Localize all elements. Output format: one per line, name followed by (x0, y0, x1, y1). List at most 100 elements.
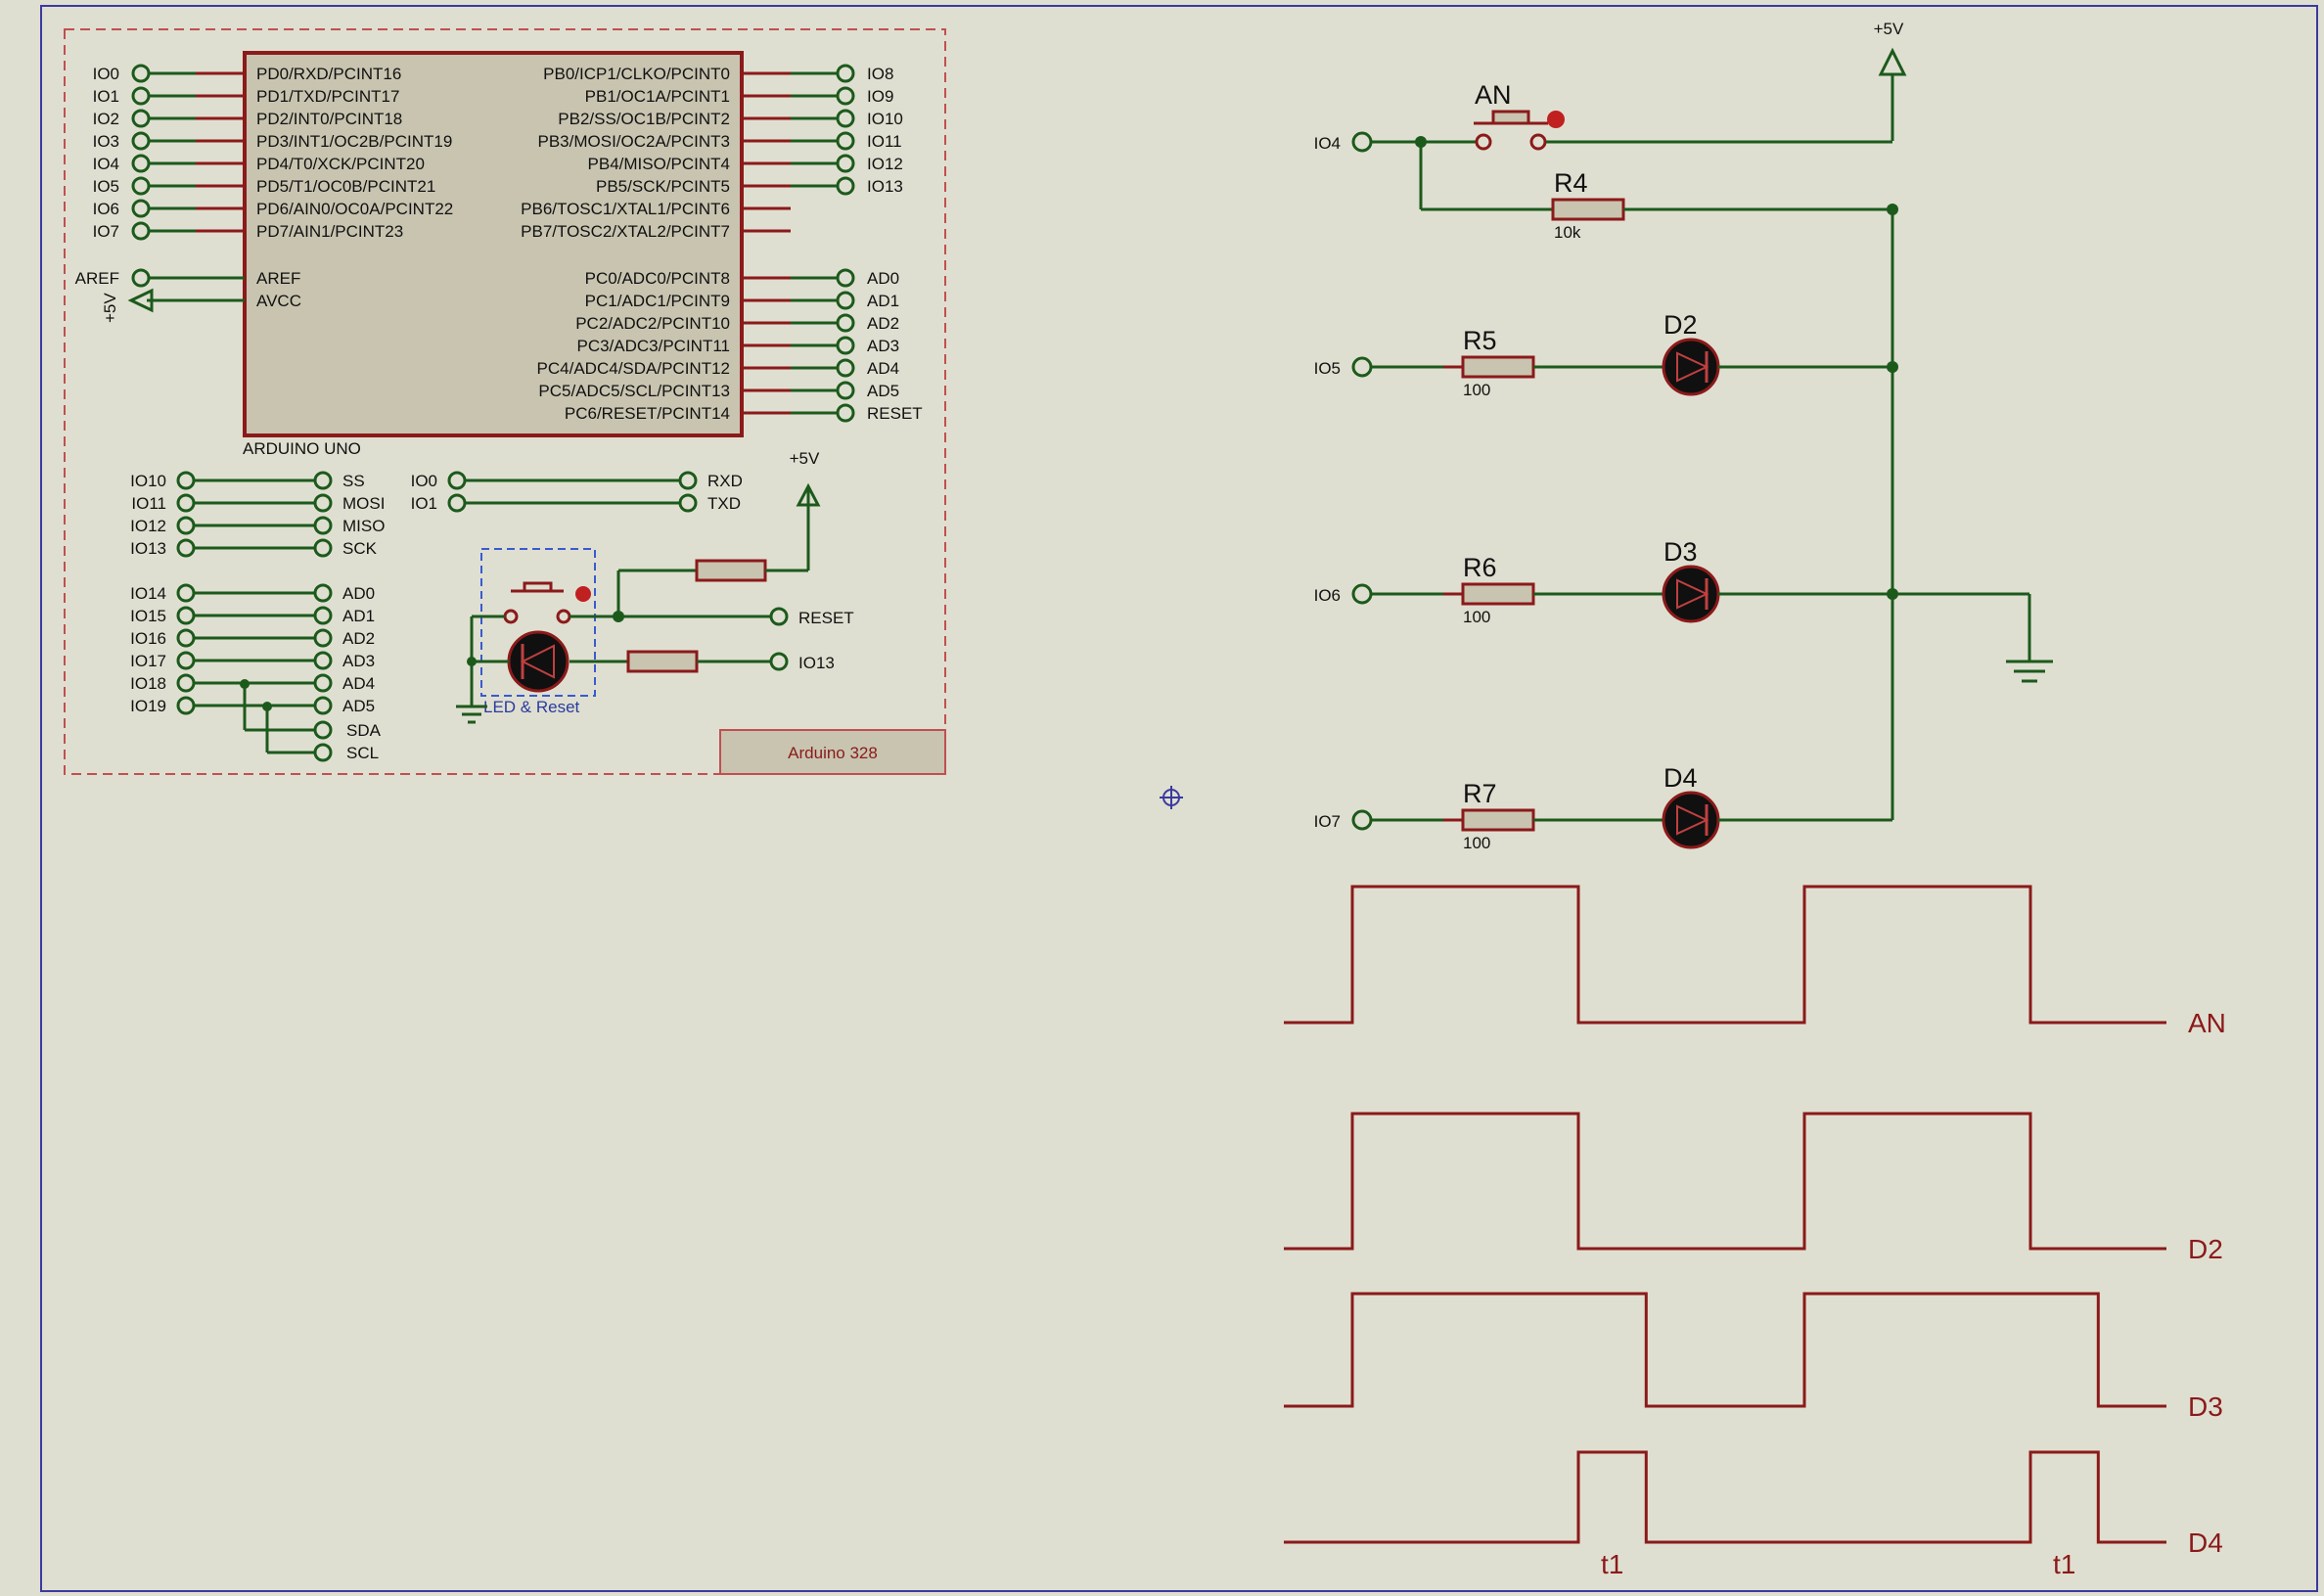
an-label: AN (1475, 80, 1512, 110)
io13-terminal[interactable] (769, 652, 789, 671)
right-pin-label: IO10 (867, 110, 903, 128)
right-pin-terminal[interactable] (836, 291, 855, 310)
resistor-label: R6 (1463, 553, 1497, 582)
header-terminal-right[interactable] (313, 471, 333, 490)
left-pin-name: PD3/INT1/OC2B/PCINT19 (256, 132, 452, 151)
right-pin-terminal[interactable] (836, 176, 855, 196)
left-pin-terminal[interactable] (131, 131, 151, 151)
right-pin-name: PC1/ADC1/PCINT9 (585, 292, 730, 310)
header-terminal-left[interactable] (176, 493, 196, 513)
header-terminal-left[interactable] (176, 471, 196, 490)
led-diode-icon (1676, 578, 1709, 610)
timing-waveform (1284, 1292, 2166, 1408)
left-pin-label: IO1 (93, 87, 119, 106)
an-button-indicator-icon (1547, 111, 1565, 128)
left-pin-terminal[interactable] (131, 109, 151, 128)
right-pin-terminal[interactable] (836, 358, 855, 378)
right-pin-terminal[interactable] (836, 86, 855, 106)
header-terminal-right[interactable] (313, 606, 333, 625)
header-terminal-right[interactable] (678, 471, 698, 490)
right-pin-terminal[interactable] (836, 336, 855, 355)
sda-label: SDA (346, 721, 382, 740)
header-terminal-left[interactable] (447, 471, 467, 490)
reset-button-indicator-icon (575, 586, 591, 602)
header-terminal-right[interactable] (313, 696, 333, 715)
reset-button-contact-a (503, 609, 519, 624)
header-terminal-right[interactable] (313, 673, 333, 693)
header-terminal-left[interactable] (176, 628, 196, 648)
header-terminal-left[interactable] (176, 673, 196, 693)
header-terminal-left[interactable] (176, 583, 196, 603)
header-terminal-left[interactable] (176, 538, 196, 558)
header-label-left: IO15 (130, 607, 166, 625)
right-pin-name: PB4/MISO/PCINT4 (588, 155, 730, 173)
module-title-box (719, 729, 946, 775)
header-label-right: AD4 (342, 674, 375, 693)
left-pin-terminal[interactable] (131, 221, 151, 241)
header-terminal-right[interactable] (313, 583, 333, 603)
header-terminal-right[interactable] (313, 651, 333, 670)
header-terminal-right[interactable] (313, 538, 333, 558)
header-terminal-left[interactable] (447, 493, 467, 513)
right-pin-terminal[interactable] (836, 64, 855, 83)
scl-terminal[interactable] (313, 743, 333, 762)
aref-terminal[interactable] (131, 268, 151, 288)
right-pin-name: PB2/SS/OC1B/PCINT2 (558, 110, 730, 128)
left-pin-terminal[interactable] (131, 154, 151, 173)
left-pin-terminal[interactable] (131, 199, 151, 218)
left-pin-terminal[interactable] (131, 176, 151, 196)
header-label-left: IO17 (130, 652, 166, 670)
sda-terminal[interactable] (313, 720, 333, 740)
an-button-cap[interactable] (1491, 110, 1530, 125)
io-terminal[interactable] (1351, 583, 1373, 605)
led-resistor[interactable] (626, 650, 699, 673)
sheet-border (40, 5, 2318, 1592)
header-terminal-left[interactable] (176, 516, 196, 535)
header-label-right: TXD (707, 494, 741, 513)
series-resistor[interactable] (1461, 355, 1535, 379)
right-pin-label: AD4 (867, 359, 899, 378)
arduino-chip[interactable] (243, 51, 744, 437)
r4-value: 10k (1554, 223, 1581, 242)
right-pin-label: AD3 (867, 337, 899, 355)
reset-terminal[interactable] (769, 607, 789, 626)
right-pin-terminal[interactable] (836, 109, 855, 128)
header-terminal-right[interactable] (313, 628, 333, 648)
series-resistor[interactable] (1461, 582, 1535, 606)
right-pin-terminal[interactable] (836, 268, 855, 288)
header-terminal-left[interactable] (176, 651, 196, 670)
left-pin-label: IO6 (93, 200, 119, 218)
io-terminal[interactable] (1351, 356, 1373, 378)
header-terminal-left[interactable] (176, 696, 196, 715)
aref-pin: AREF (256, 269, 300, 288)
header-terminal-right[interactable] (313, 516, 333, 535)
supply-power-arrow-icon (1878, 47, 1907, 76)
right-pin-terminal[interactable] (836, 403, 855, 423)
resistor-value: 100 (1463, 608, 1490, 626)
right-pin-name: PC2/ADC2/PCINT10 (575, 314, 730, 333)
header-label-left: IO16 (130, 629, 166, 648)
header-terminal-right[interactable] (313, 493, 333, 513)
right-pin-label: IO9 (867, 87, 893, 106)
header-label-left: IO13 (130, 539, 166, 558)
right-pin-terminal[interactable] (836, 313, 855, 333)
led-label: D3 (1663, 537, 1698, 567)
header-terminal-left[interactable] (176, 606, 196, 625)
io-terminal[interactable] (1351, 809, 1373, 831)
right-pin-terminal[interactable] (836, 131, 855, 151)
right-pin-terminal[interactable] (836, 381, 855, 400)
left-pin-terminal[interactable] (131, 64, 151, 83)
io4-terminal[interactable] (1351, 131, 1373, 153)
right-pin-name: PB5/SCK/PCINT5 (596, 177, 730, 196)
series-resistor[interactable] (1461, 808, 1535, 832)
header-label-left: IO18 (130, 674, 166, 693)
pullup-resistor[interactable] (695, 559, 767, 582)
r4-resistor[interactable] (1551, 198, 1625, 221)
right-pin-terminal[interactable] (836, 154, 855, 173)
header-terminal-right[interactable] (678, 493, 698, 513)
header-label-left: IO10 (130, 472, 166, 490)
left-pin-terminal[interactable] (131, 86, 151, 106)
